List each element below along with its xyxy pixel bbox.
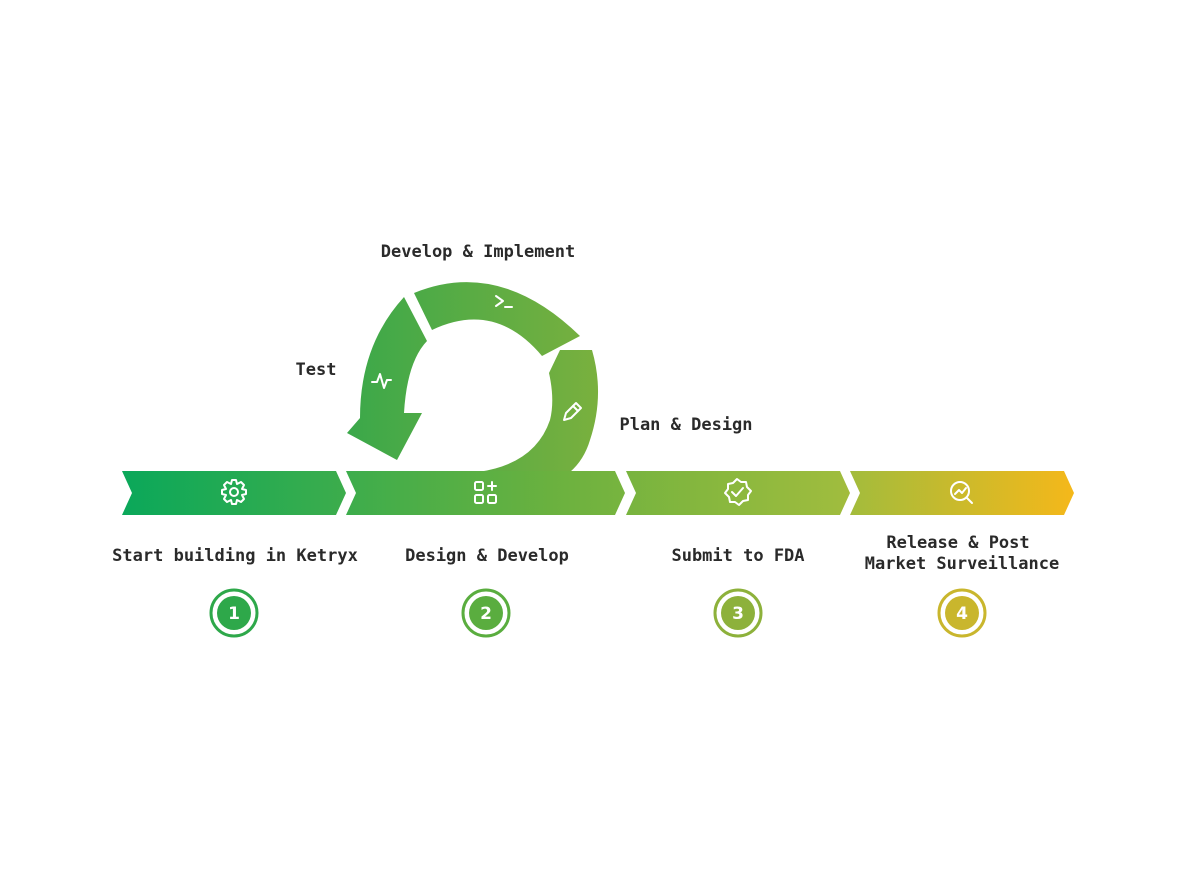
cycle-segment-test [347,297,427,460]
step-1-number: 1 [228,604,240,624]
cycle-segment-plan [478,350,599,472]
step-4-badge: 4 [937,588,987,638]
step-3-badge: 3 [713,588,763,638]
plan-design-label: Plan & Design [619,415,752,435]
cycle-loop [347,282,599,472]
search-trend-icon [950,481,973,504]
step-1-label: Start building in Ketryx [112,546,358,566]
chevron-1 [122,471,346,515]
badge-check-icon [724,478,752,506]
step-2-number: 2 [480,604,492,624]
step-4-number: 4 [956,604,968,624]
widgets-icon [474,481,497,504]
step-2-badge: 2 [461,588,511,638]
develop-implement-label: Develop & Implement [381,242,575,262]
chevron-2 [346,471,625,515]
chevron-band [122,471,1074,515]
step-3-number: 3 [732,604,744,624]
step-4-label-line2: Market Surveillance [865,554,1059,574]
step-2-label: Design & Develop [405,546,569,566]
test-label: Test [296,360,337,380]
step-1-badge: 1 [209,588,259,638]
terminal-icon [495,295,513,308]
step-3-label: Submit to FDA [671,546,804,566]
step-4-label: Release & Post [886,533,1029,553]
cycle-segment-develop [414,282,580,356]
pulse-icon [371,373,392,389]
gear-icon [221,479,247,505]
pencil-icon [563,402,582,421]
